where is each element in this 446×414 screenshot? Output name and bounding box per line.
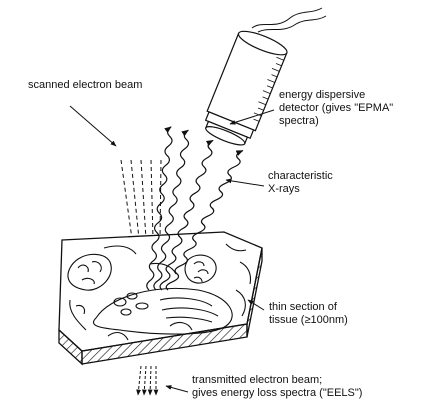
detector-scale-ticks: [253, 56, 284, 122]
label-xrays-line1: characteristic: [268, 170, 333, 182]
detector-cables: [251, 7, 327, 33]
label-detector-line1: energy dispersive: [279, 89, 366, 101]
transmitted-electron-beam: [136, 365, 159, 396]
leader-arrows: [69, 105, 275, 393]
detector: [204, 30, 288, 146]
arrow-transmitted: [165, 385, 189, 393]
label-tissue-line2: tissue (≥100nm): [269, 314, 348, 326]
label-tissue-line1: thin section of: [269, 301, 337, 313]
arrow-scanned-beam: [69, 105, 117, 147]
xray-wave-3: [159, 139, 214, 291]
xray-wave-1: [146, 126, 173, 291]
label-detector-line2: detector (gives "EPMA": [279, 102, 394, 114]
label-transmitted-line1: transmitted electron beam;: [192, 374, 323, 386]
arrow-detector: [229, 109, 275, 125]
tissue-section: [58, 231, 263, 366]
xray-wave-4: [165, 150, 244, 291]
arrow-tissue: [247, 299, 265, 311]
label-detector-line3: spectra): [279, 115, 319, 127]
label-transmitted-line2: gives energy loss spectra ("EELS"): [192, 387, 363, 399]
tissue-structures: [67, 243, 252, 341]
label-xrays-line2: X-rays: [268, 183, 300, 195]
characteristic-xrays: [146, 126, 244, 291]
arrow-xrays: [225, 178, 265, 187]
tissue-right-edge: [246, 247, 263, 338]
label-scanned-beam: scanned electron beam: [28, 79, 143, 91]
xray-wave-2: [153, 129, 190, 291]
